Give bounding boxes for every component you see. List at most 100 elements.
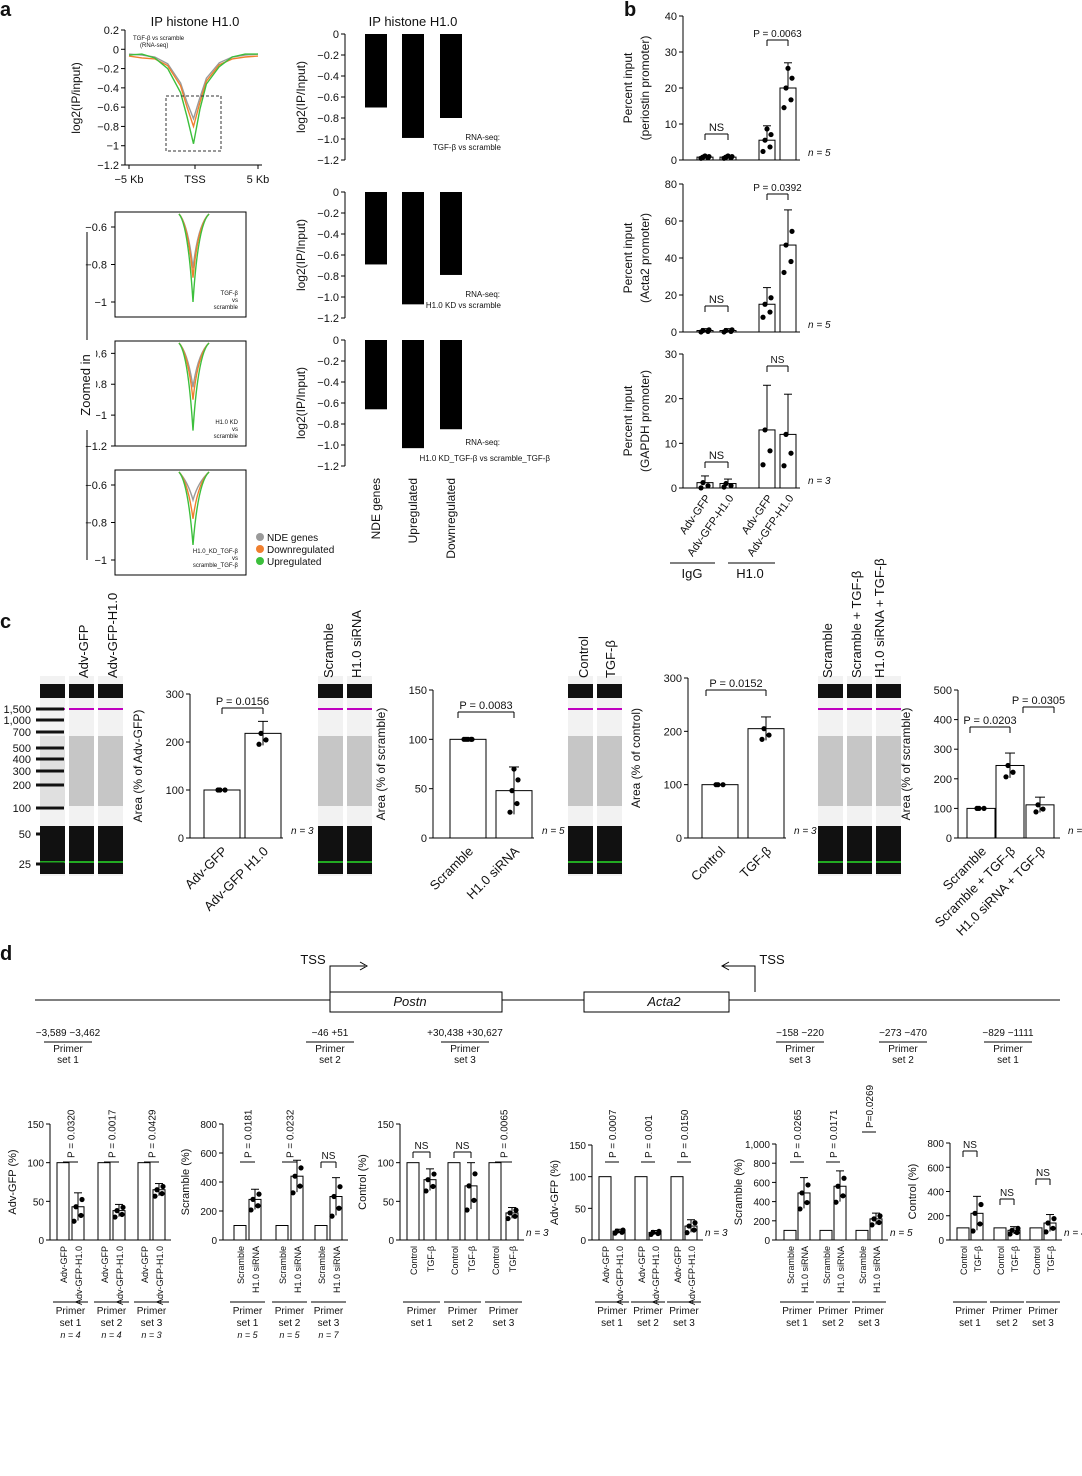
d-x-label: Adv-GFP [59,1246,69,1283]
d-data-point [505,1215,511,1222]
d-x-label: Control [959,1246,969,1275]
d-chart-y-tick-label: 400 [927,1188,944,1199]
d-data-point [656,1228,662,1235]
ladder-label: 400 [13,754,31,766]
d-data-point [71,1218,77,1224]
gel-2-band [318,684,343,698]
d-set-label: set 3 [858,1318,880,1329]
primer-label: Primer [315,1044,345,1055]
d-n-label: n = 3 [705,1228,728,1239]
d-n-label: n = 5 [890,1228,913,1239]
b-data-point [762,301,768,307]
d-x-label: Adv-GFP [673,1246,683,1283]
d-data-point [466,1183,472,1189]
zoom-note: scramble [214,305,239,311]
c4b-p-value: P = 0.0305 [1012,695,1065,707]
b-data-point [764,126,770,132]
d-set-label: Primer [992,1306,1022,1317]
bar-d [314,1225,328,1241]
gel-2-smear [347,736,372,806]
d-x-label: Scramble [858,1246,868,1284]
ladder-label: 200 [13,780,31,792]
a-bar-y-tick-label: −0.4 [317,377,339,389]
bar-b [779,87,797,161]
c-x-label: Control [688,843,728,883]
bar-x-label: Downregulated [444,478,458,559]
c-chart-y-tick-label: 300 [664,673,682,685]
d-data-point [876,1219,882,1226]
a-bar-y-tick-label: −0.8 [317,271,339,283]
c-data-point [511,766,517,772]
d-data-point [512,1213,518,1219]
zoom-panel-frame [114,211,247,318]
a-bar-y-tick-label: −0.6 [317,398,339,410]
d-ns-p-value: NS [322,1151,336,1162]
zoom-label: Zoomed in [78,354,93,415]
c-data-point [766,732,772,738]
d-data-point [471,1197,477,1203]
bar-c [244,732,282,839]
d-data-point [152,1193,158,1199]
d-x-label: H1.0 siRNA [251,1246,261,1293]
ladder-label: 1,000 [3,715,31,727]
zoom-y-tick-label: −0.6 [85,222,107,234]
bar-chart-title: IP histone H1.0 [369,14,458,29]
primer-coords: −46 +51 [312,1028,349,1039]
d-set-label: Primer [955,1306,985,1317]
d-set-label: Primer [818,1306,848,1317]
d-n-label: n = 4 [101,1330,121,1340]
d-p-value: P = 0.0429 [148,1109,159,1158]
b-data-point [723,327,729,334]
d-data-point [423,1188,429,1194]
d-y-label: Scramble (%) [733,1159,745,1226]
a-bar-y-tick-label: −1.0 [317,134,339,146]
bar-d [447,1162,461,1241]
d-chart-y-tick-label: 400 [200,1178,217,1189]
c-data-point [509,788,515,794]
d-x-label: TGF-β [1046,1246,1056,1272]
d-chart-y-tick-label: 0 [764,1236,770,1247]
d-set-label: set 1 [786,1318,808,1329]
bar-d [488,1162,502,1241]
d-chart-y-tick-label: 0 [38,1236,44,1247]
profile-x-tick-label: 5 Kb [247,174,270,186]
a-bar-y-tick-label: −1.0 [317,440,339,452]
d-x-label: Scramble [317,1246,327,1284]
c-data-point [1035,802,1041,808]
d-y-label: Control (%) [907,1164,919,1220]
a-bar-y-tick-label: −0.2 [317,208,339,220]
c-y-label: Area (% of Adv-GFP) [131,710,145,823]
d-n-label: n = 4 [1064,1228,1082,1239]
d-data-point [805,1182,811,1188]
d-data-point [425,1177,431,1183]
b-group-label: IgG [682,566,703,581]
bar-d [634,1176,648,1241]
bar-c [203,789,241,839]
bar-d [97,1162,111,1241]
d-chart-y-tick-label: 200 [200,1207,217,1218]
profile-y-tick-label: 0.2 [104,25,119,37]
bar-d [137,1162,151,1241]
d-chart-y-tick-label: 150 [569,1141,586,1152]
d-data-point [472,1171,478,1177]
bar-d [598,1176,612,1241]
primer-label: Primer [888,1044,918,1055]
d-set-label: Primer [56,1306,86,1317]
bar-y-label: log2(IP/Input) [294,367,308,439]
gel-1-band [69,684,94,698]
c-data-point [514,800,520,807]
d-data-point [977,1221,983,1227]
profile-y-tick-label: −0.6 [97,102,119,114]
bar-d [783,1229,797,1241]
a-bar-y-tick-label: −0.4 [317,71,339,83]
d-chart-y-tick-label: 50 [383,1197,395,1208]
d-data-point [684,1230,690,1236]
panel-letter-b: b [624,0,636,21]
gel-4-band [818,684,843,698]
c-chart-y-tick-label: 200 [934,774,952,786]
d-data-point [1045,1220,1051,1226]
primer-label: set 3 [454,1055,476,1066]
zoom-label-bg [78,340,96,430]
d-set-label: Primer [633,1306,663,1317]
